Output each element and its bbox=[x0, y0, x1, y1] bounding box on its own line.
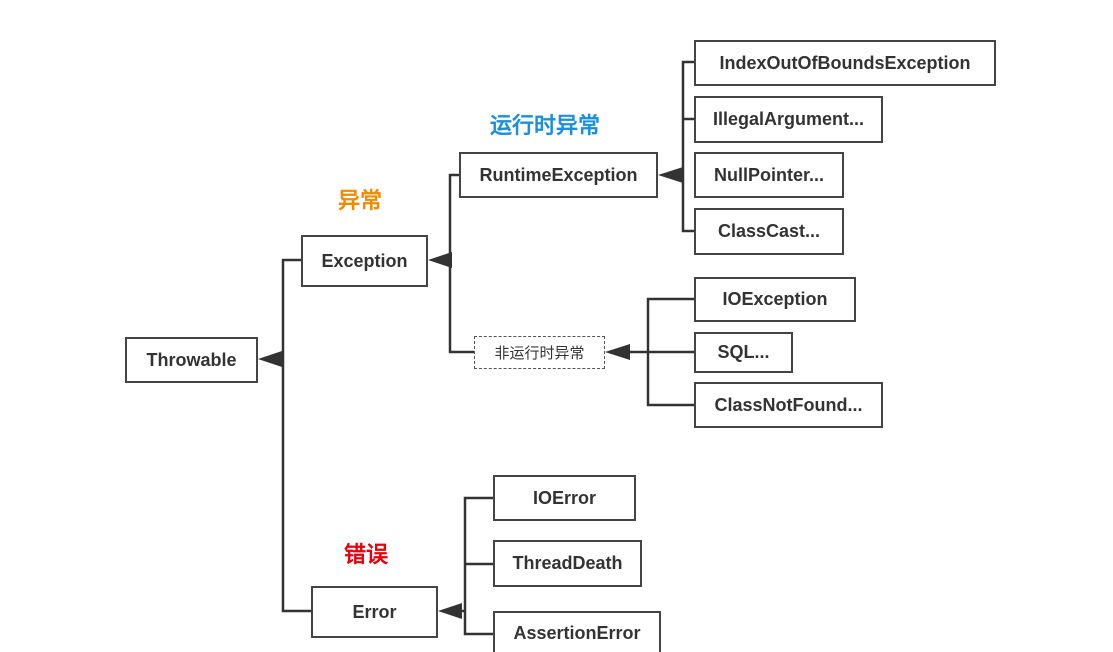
node-sql: SQL... bbox=[694, 332, 793, 373]
arrow-icon bbox=[258, 351, 282, 367]
node-class-cast: ClassCast... bbox=[694, 208, 844, 255]
node-assertion-error: AssertionError bbox=[493, 611, 661, 652]
node-exception: Exception bbox=[301, 235, 428, 287]
exception-label: 异常 bbox=[338, 189, 383, 214]
node-throwable: Throwable bbox=[125, 337, 258, 383]
arrow-icon bbox=[658, 167, 683, 183]
runtime-exception-label: 运行时异常 bbox=[490, 114, 601, 139]
arrow-icon bbox=[428, 252, 452, 268]
arrow-icon bbox=[438, 603, 462, 619]
node-io-error: IOError bbox=[493, 475, 636, 521]
arrow-icon bbox=[605, 344, 630, 360]
error-label: 错误 bbox=[344, 543, 389, 568]
node-null-pointer: NullPointer... bbox=[694, 152, 844, 198]
node-thread-death: ThreadDeath bbox=[493, 540, 642, 587]
node-illegal-argument: IllegalArgument... bbox=[694, 96, 883, 143]
throwable-connector bbox=[270, 258, 311, 613]
runtime-connector bbox=[670, 60, 694, 233]
node-error: Error bbox=[311, 586, 438, 638]
node-runtime-exception: RuntimeException bbox=[459, 152, 658, 198]
node-io-exception: IOException bbox=[694, 277, 856, 322]
node-class-not-found: ClassNotFound... bbox=[694, 382, 883, 428]
node-non-runtime-exception: 非运行时异常 bbox=[474, 336, 605, 369]
node-index-out-of-bounds: IndexOutOfBoundsException bbox=[694, 40, 996, 86]
